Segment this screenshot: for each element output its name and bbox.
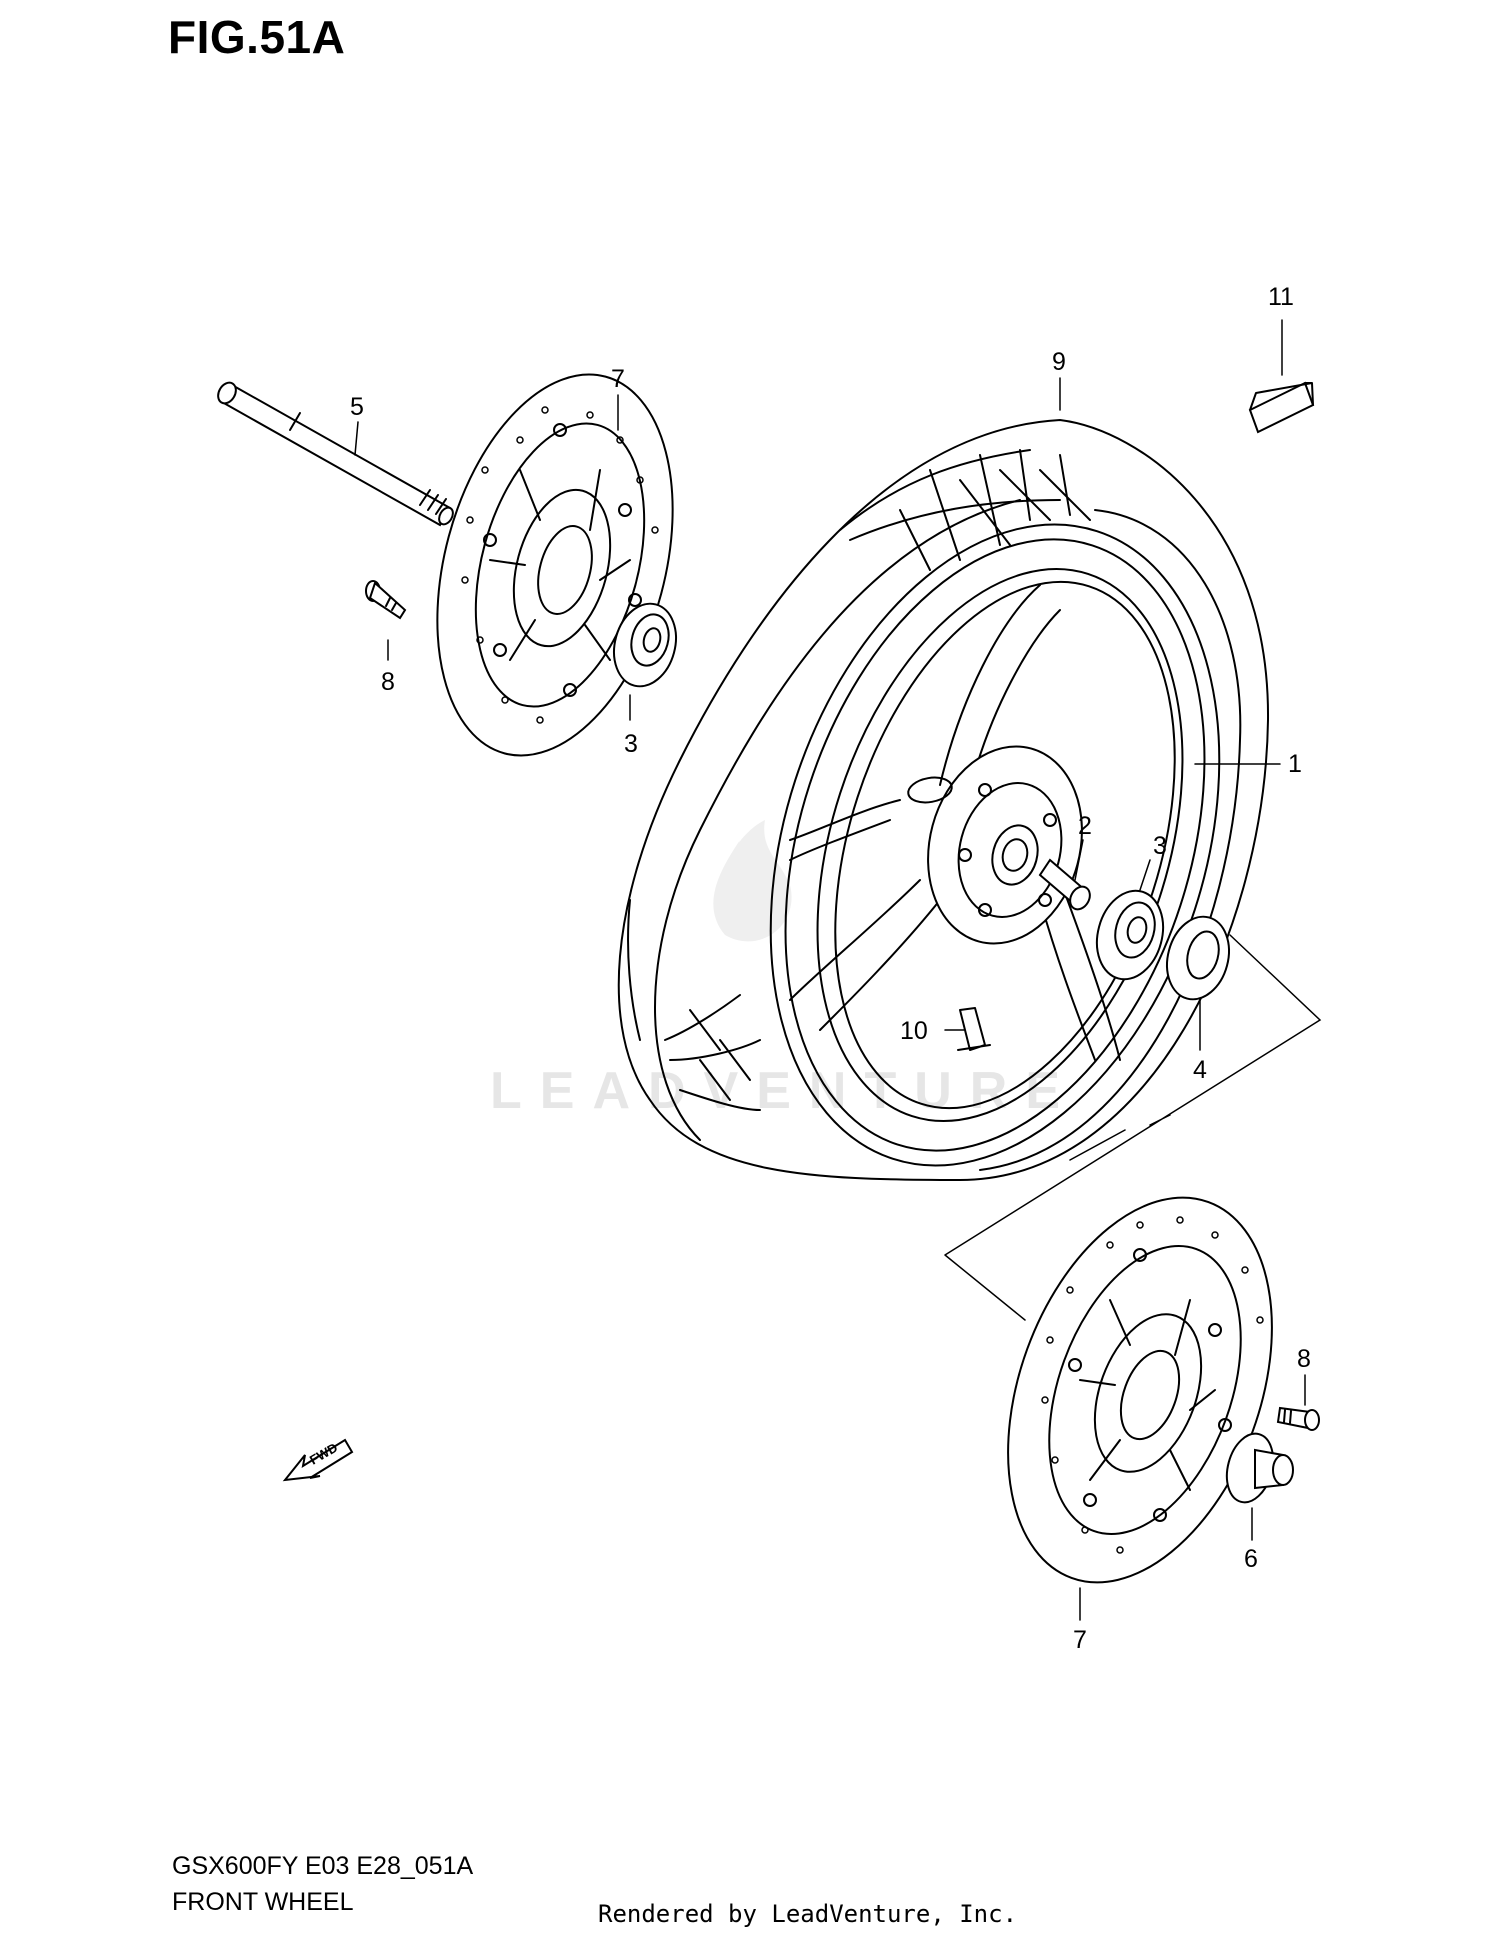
figure-title: FIG.51A <box>168 11 346 63</box>
callout-7-upper: 7 <box>611 365 625 393</box>
brake-disc-upper <box>436 373 674 757</box>
callout-2: 2 <box>1078 812 1092 840</box>
callout-1: 1 <box>1288 750 1302 778</box>
bearing-right <box>1095 889 1165 981</box>
callout-3-left: 3 <box>624 730 638 758</box>
disc-bolt-upper <box>365 580 407 620</box>
callout-6: 6 <box>1244 1545 1258 1573</box>
callout-4: 4 <box>1193 1056 1207 1084</box>
leader-lines <box>354 319 1306 1621</box>
tire-and-wheel <box>617 419 1270 1181</box>
callout-8-lower: 8 <box>1297 1345 1311 1373</box>
watermark-text: LEADVENTURE <box>490 1062 1078 1120</box>
callout-10: 10 <box>900 1017 928 1045</box>
watermark: LEADVENTURE <box>490 820 1078 1120</box>
bearing-left <box>613 602 677 688</box>
disc-bolt-lower <box>1276 1406 1320 1431</box>
rendered-by-credit: Rendered by LeadVenture, Inc. <box>598 1900 1018 1928</box>
model-code: GSX600FY E03 E28_051A <box>172 1852 474 1880</box>
callout-8-upper: 8 <box>381 668 395 696</box>
spacer <box>1038 858 1091 911</box>
collar <box>1225 1432 1294 1504</box>
callout-7-lower: 7 <box>1073 1626 1087 1654</box>
fwd-arrow: FWD <box>282 1438 354 1482</box>
callout-3-right: 3 <box>1153 832 1167 860</box>
brake-disc-lower <box>1007 1196 1273 1584</box>
callout-11: 11 <box>1268 283 1294 311</box>
dust-seal <box>1166 915 1230 1001</box>
callout-5: 5 <box>350 393 364 421</box>
callout-numbers: 1 2 3 3 4 5 6 7 7 8 8 9 10 11 <box>350 283 1311 1654</box>
balancer-weight <box>1248 381 1315 434</box>
callout-9: 9 <box>1052 348 1066 376</box>
section-name: FRONT WHEEL <box>172 1888 354 1916</box>
axle <box>217 381 454 527</box>
